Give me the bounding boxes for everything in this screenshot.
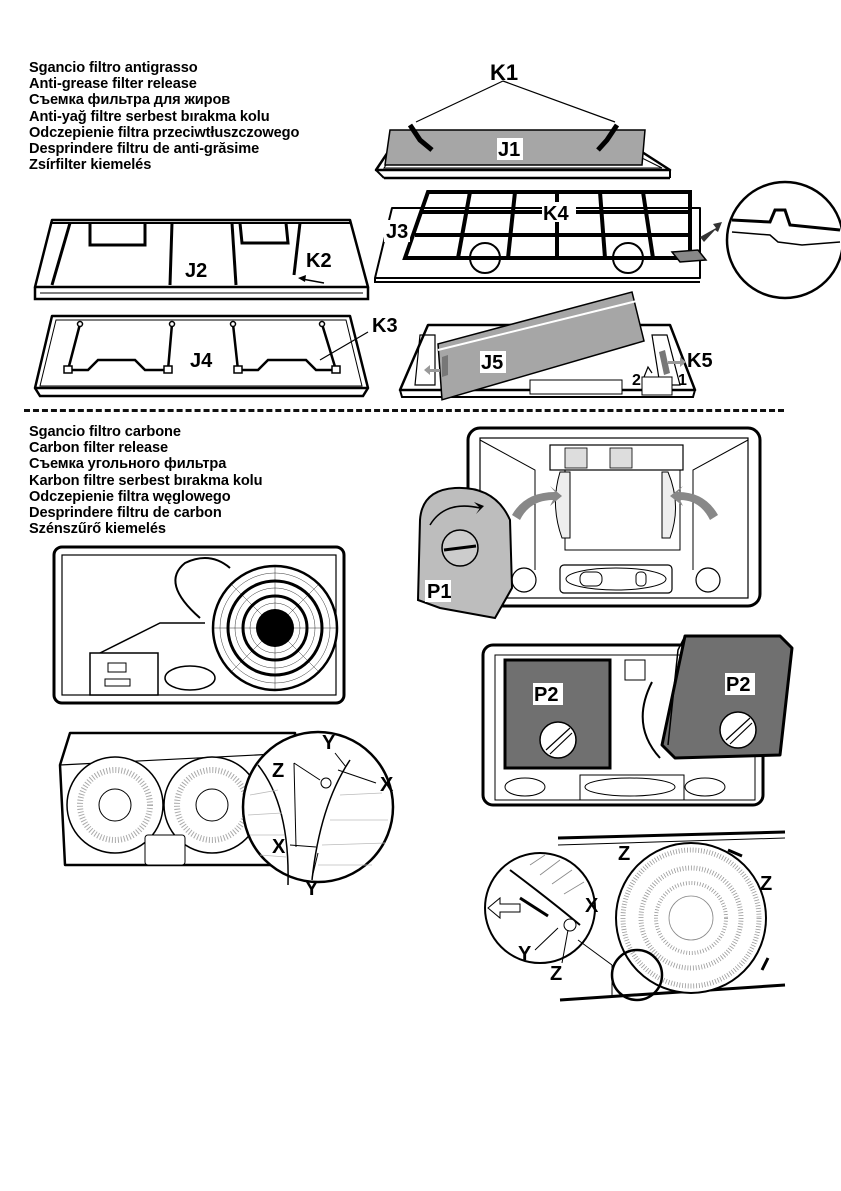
label-x-3: X [585, 895, 599, 917]
carbon-filter-caption: Sgancio filtro carbone Carbon filter rel… [29, 424, 263, 538]
label-step-1: 1 [678, 372, 687, 389]
caption-line: Karbon filtre serbest bırakma kolu [29, 472, 263, 489]
figure-xyz-detail: Z Y X X Y [58, 730, 395, 900]
label-j5: J5 [481, 352, 503, 374]
figure-j2-k2: J2 K2 [33, 218, 370, 301]
label-p1: P1 [427, 581, 451, 603]
label-step-2: 2 [632, 372, 641, 389]
filter-mesh [213, 566, 337, 690]
caption-line: Anti-yağ filtre serbest bırakma kolu [29, 108, 270, 125]
figure-filter-clips: Z Z X Y Z [484, 830, 786, 1002]
figure-j1-k1: K1 J1 [374, 60, 672, 180]
caption-line: Съемка угольного фильтра [29, 456, 227, 473]
figure-circular-carbon-filter [52, 545, 346, 705]
label-j3: J3 [386, 221, 408, 243]
caption-line: Szénszűrő kiemelés [29, 521, 166, 538]
label-p2-right: P2 [726, 674, 750, 696]
label-z-1: Z [272, 760, 284, 782]
caption-line: Odczepienie filtra przeciwtłuszczowego [29, 124, 300, 141]
label-k2: K2 [306, 250, 332, 272]
caption-line: Desprindere filtru de carbon [29, 505, 222, 522]
figure-j4-k3: K3 J4 [33, 314, 398, 398]
label-k5: K5 [687, 350, 713, 372]
label-k3: K3 [372, 315, 398, 337]
label-j4: J4 [190, 350, 213, 372]
figure-j3-k4: K4 J3 [374, 180, 841, 300]
caption-line: Desprindere filtru de anti-grăsime [29, 141, 260, 158]
caption-line: Съемка фильтра для жиров [29, 92, 231, 109]
figure-p1: P1 [416, 426, 762, 620]
label-j2: J2 [185, 260, 207, 282]
caption-line: Carbon filter release [29, 440, 169, 457]
figure-j5-k5: J5 K5 1 2 [398, 291, 713, 401]
detail-magnifier [670, 180, 841, 300]
grease-filter-caption: Sgancio filtro antigrasso Anti-grease fi… [29, 60, 299, 173]
caption-line: Sgancio filtro carbone [29, 424, 181, 440]
label-x-1: X [380, 774, 394, 796]
caption-line: Zsírfilter kiemelés [29, 157, 152, 174]
label-k4: K4 [543, 203, 569, 225]
label-z-2: Z [618, 843, 630, 865]
caption-line: Sgancio filtro antigrasso [29, 60, 198, 76]
label-y-2: Y [305, 878, 319, 900]
caption-line: Anti-grease filter release [29, 76, 197, 93]
label-z-3: Z [760, 873, 772, 895]
label-x-2: X [272, 836, 286, 858]
figure-p2: P2 P2 [481, 634, 794, 807]
label-y-1: Y [322, 732, 336, 754]
caption-line: Odczepienie filtra węglowego [29, 488, 231, 505]
label-j1: J1 [498, 139, 520, 161]
label-p2-left: P2 [534, 684, 558, 706]
section-divider [24, 409, 784, 412]
label-z-4: Z [550, 963, 562, 985]
label-y-3: Y [518, 943, 532, 965]
